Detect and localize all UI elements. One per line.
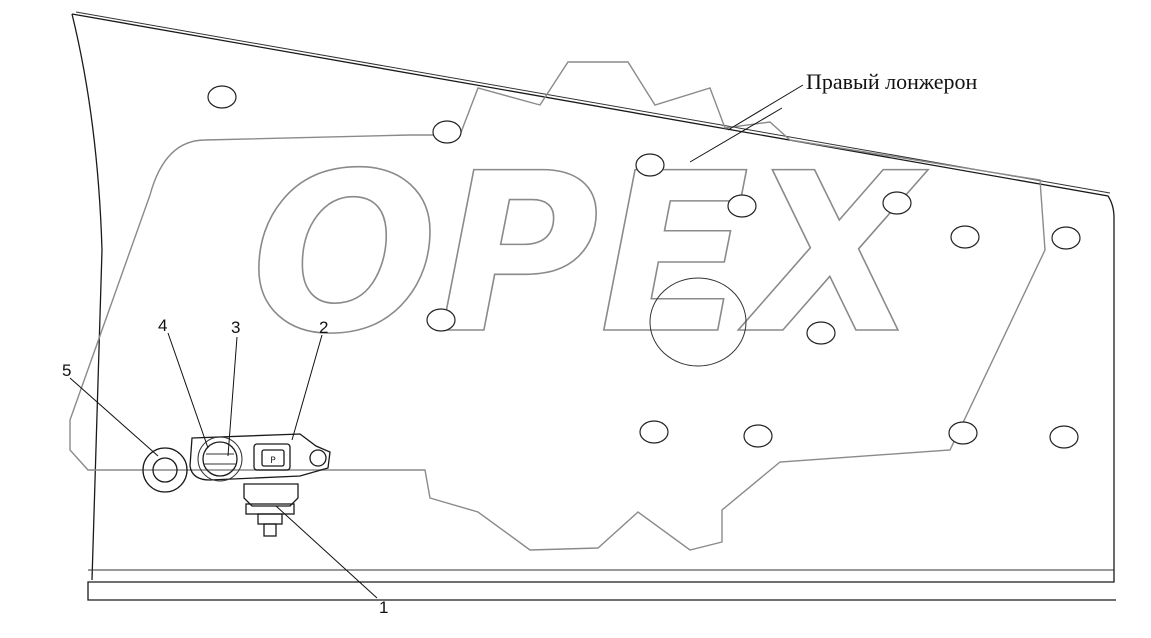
callout-3: 3 bbox=[231, 318, 240, 337]
callout-1: 1 bbox=[379, 598, 388, 617]
callout-4: 4 bbox=[158, 316, 167, 335]
washer-4 bbox=[197, 436, 243, 482]
pressure-sensor-connector: P bbox=[253, 443, 291, 471]
bolt-3 bbox=[202, 441, 238, 477]
sensor-bracket-2 bbox=[189, 433, 331, 481]
callout-5: 5 bbox=[62, 361, 71, 380]
cog-watermark-outline bbox=[69, 61, 1046, 551]
pressure-switch-1 bbox=[243, 483, 299, 537]
right-side-rail-caption: Правый лонжерон bbox=[806, 69, 978, 94]
callout-2: 2 bbox=[319, 318, 328, 337]
sensor-p-label: P bbox=[270, 456, 276, 466]
grommet-5 bbox=[142, 447, 188, 493]
leader-lines bbox=[69, 84, 804, 599]
rivets bbox=[207, 85, 1081, 449]
frame-rail-outline bbox=[71, 11, 1116, 601]
